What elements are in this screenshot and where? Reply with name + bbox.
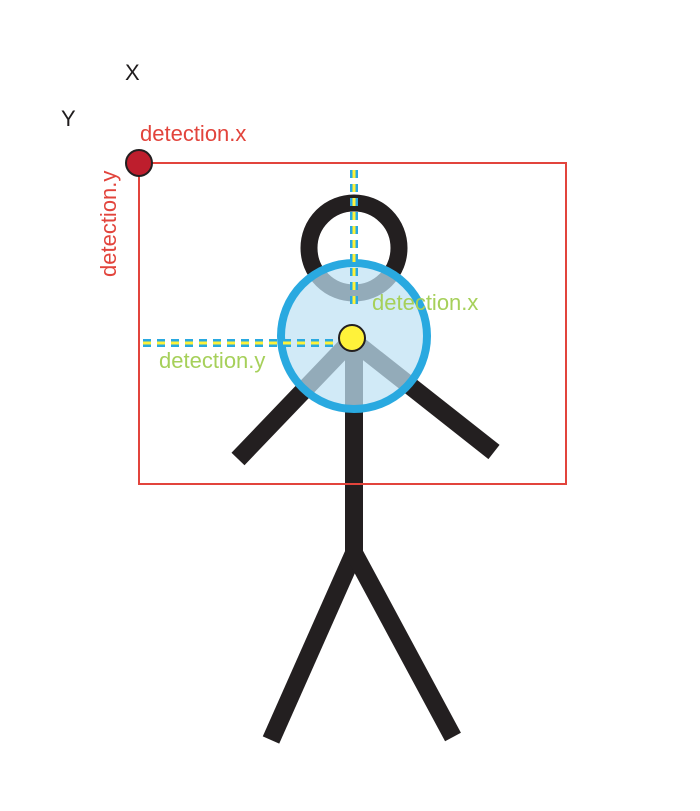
y-axis-label: Y — [61, 106, 76, 131]
bounding-box-y-label: detection.y — [96, 171, 121, 277]
center-x-label: detection.x — [372, 290, 478, 315]
center-y-label: detection.y — [159, 348, 265, 373]
bounding-box — [138, 162, 567, 485]
stick-figure-leg-left — [262, 549, 363, 744]
x-axis-label: X — [125, 60, 140, 85]
center-point — [338, 324, 366, 352]
bounding-box-x-label: detection.x — [140, 121, 246, 146]
stick-figure-leg-right — [346, 548, 461, 742]
origin-point — [125, 149, 153, 177]
